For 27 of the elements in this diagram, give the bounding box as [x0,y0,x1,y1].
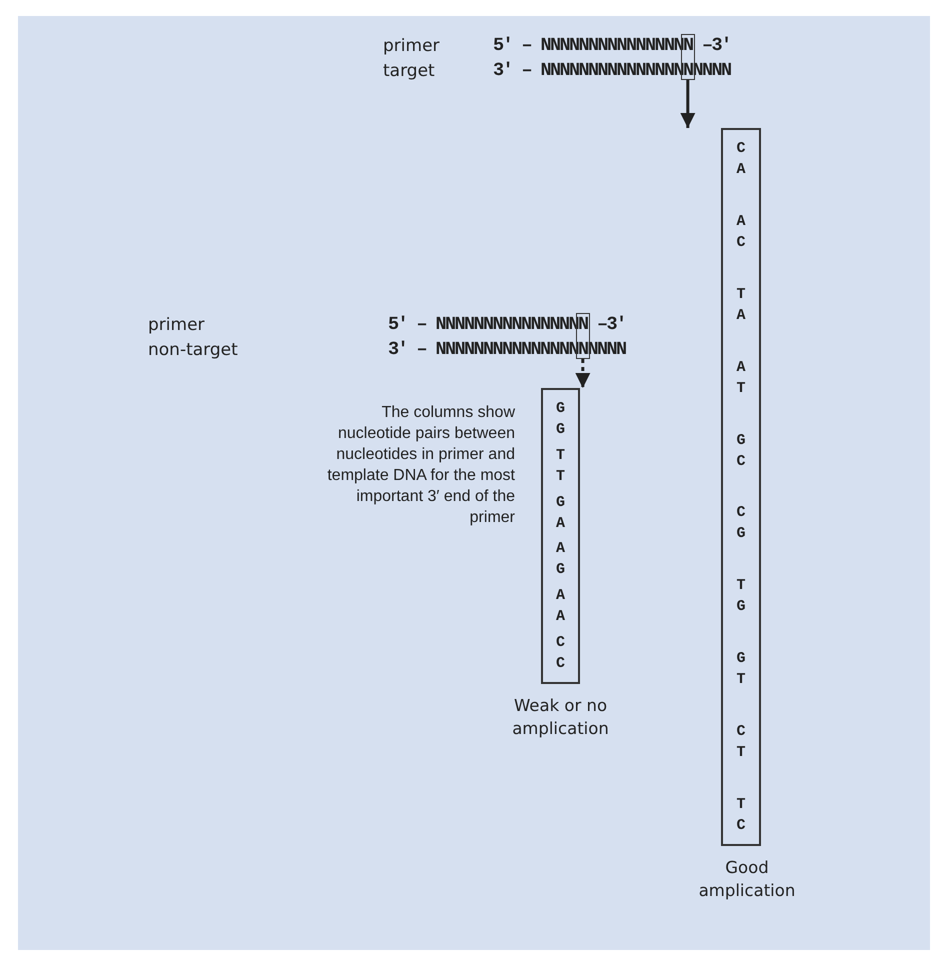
strand-label: non-target [148,340,238,360]
base-pair-text: A C [736,212,746,253]
base-pair-text: C G [736,503,746,544]
caption-text: Weak or no amplication [511,695,610,740]
caption-text: Good amplication [698,857,796,902]
base-pair-text: T T [556,446,565,487]
arrow [680,80,696,128]
strand-label: primer [148,315,205,335]
base-pair-text: T A [736,284,746,326]
description-text: The columns show nucleotide pairs between nucleotides in primer and template DNA for the most important 3′ end of the primer [326,403,515,528]
base-pair-text: C C [556,632,565,674]
base-pair-text: G A [556,492,565,534]
base-pair-text: G T [736,649,746,690]
base-pair-text: C A [736,139,746,180]
strand-label: primer [383,36,440,56]
arrow [575,359,590,388]
base-pair-text: G G [556,399,565,440]
pair-column [541,388,580,684]
base-pair-text: C T [736,722,746,763]
strand-label: target [383,61,435,81]
base-pair-text: T G [736,576,746,618]
base-pair-text: A G [556,539,565,580]
pair-column [721,128,761,846]
base-pair-text: A T [736,358,746,399]
base-pair-text: G C [736,430,746,472]
base-pair-text: A A [556,586,565,628]
base-pair-text: T C [736,794,746,836]
